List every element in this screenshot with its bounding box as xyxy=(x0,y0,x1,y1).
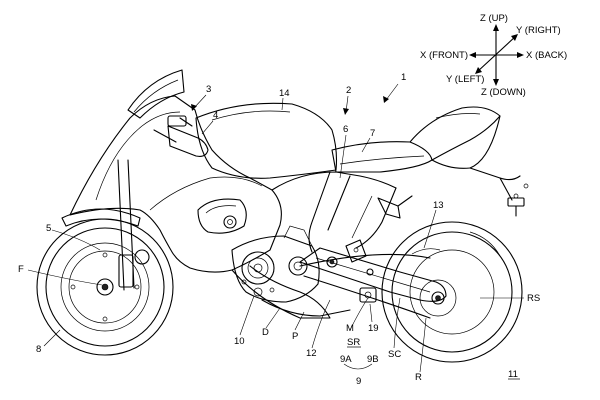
label-D: D xyxy=(262,327,269,338)
axis-label-up: Z (UP) xyxy=(480,13,508,24)
label-SR: SR xyxy=(347,337,360,348)
front-wheel xyxy=(36,218,174,356)
label-11: 11 xyxy=(508,369,518,380)
label-3: 3 xyxy=(206,84,211,95)
label-9A: 9A xyxy=(340,354,352,365)
label-5: 5 xyxy=(46,223,51,234)
label-P: P xyxy=(292,331,298,342)
label-4: 4 xyxy=(213,110,218,121)
fairing xyxy=(69,69,331,319)
label-SC: SC xyxy=(388,349,401,360)
leader-lines xyxy=(27,83,524,373)
frame xyxy=(271,171,413,253)
axis-label-back: X (BACK) xyxy=(526,50,567,61)
label-14: 14 xyxy=(279,88,290,99)
label-RS: RS xyxy=(527,293,540,304)
axis-label-down: Z (DOWN) xyxy=(481,87,526,98)
label-F: F xyxy=(18,264,24,275)
front-fender-and-fork xyxy=(61,159,150,291)
label-7: 7 xyxy=(370,128,375,139)
label-8: 8 xyxy=(36,344,41,355)
label-9: 9 xyxy=(356,376,361,387)
handlebar xyxy=(153,115,209,157)
tail-section xyxy=(409,106,529,217)
engine xyxy=(231,225,351,317)
label-19: 19 xyxy=(368,323,379,334)
label-M: M xyxy=(346,323,354,334)
axis-label-left: Y (LEFT) xyxy=(446,74,484,85)
axis-label-front: X (FRONT) xyxy=(420,50,468,61)
axis-compass: Z (UP) Y (RIGHT) X (FRONT) X (BACK) Y (L… xyxy=(420,13,567,98)
label-6: 6 xyxy=(343,124,348,135)
rear-wheel xyxy=(381,221,523,363)
swing-arm xyxy=(299,239,447,319)
label-12: 12 xyxy=(306,348,317,359)
axis-label-right: Y (RIGHT) xyxy=(516,25,561,36)
label-10: 10 xyxy=(234,336,245,347)
label-2: 2 xyxy=(346,85,351,96)
label-13: 13 xyxy=(433,200,444,211)
label-9B: 9B xyxy=(367,354,379,365)
label-1: 1 xyxy=(401,72,406,83)
reference-labels: 1 2 3 4 5 6 7 8 10 12 13 14 19 9A 9B 9 F… xyxy=(18,72,540,387)
seat xyxy=(331,141,433,173)
label-R: R xyxy=(415,372,422,383)
